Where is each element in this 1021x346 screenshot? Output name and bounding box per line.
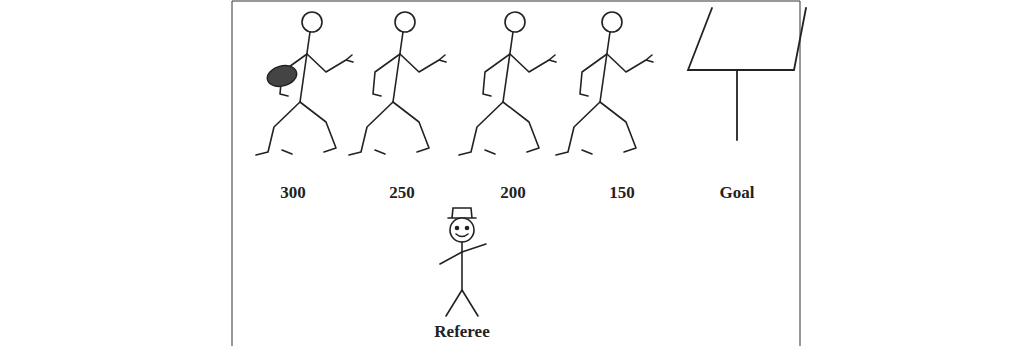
- distance-number: 200: [500, 184, 526, 203]
- runner-figure: [556, 12, 653, 155]
- distance-number: 300: [280, 184, 306, 203]
- goal-post: [688, 8, 806, 140]
- referee-label: Referee: [434, 323, 489, 342]
- goal-label: Goal: [720, 184, 755, 203]
- football: [265, 62, 299, 89]
- distance-number: 250: [389, 184, 415, 203]
- distance-number: 150: [609, 184, 635, 203]
- runner-figure: [459, 12, 556, 155]
- referee-figure: [440, 208, 486, 316]
- frame: [232, 1, 800, 346]
- runner-figure: [349, 12, 446, 155]
- runner-figure: [256, 12, 353, 155]
